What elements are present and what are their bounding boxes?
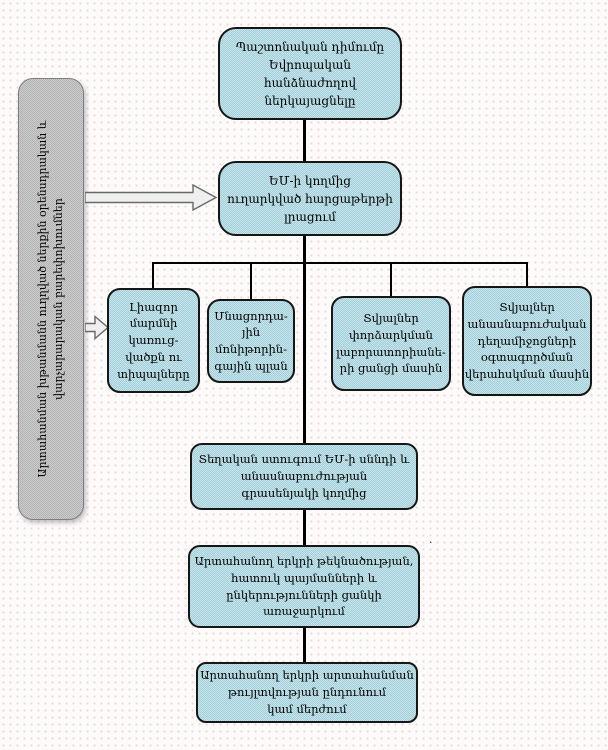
connector-application-questionnaire bbox=[303, 119, 306, 162]
node-candidacy-proposal: Արտահանող երկրի թեկնածության, հատուկ պայ… bbox=[188, 545, 420, 628]
node-questionnaire: ԵՄ-ի կողմից ուղարկված հարցաթերթի լրացում bbox=[218, 161, 402, 236]
connector-inspection-proposal bbox=[303, 509, 306, 546]
side-reforms-label: Արտահանման խթանմանն ուղղված ներքին օրենս… bbox=[35, 120, 66, 478]
node-laboratory-network: Տվյալներ փորձարկման լաբորատորիանե- րի ցա… bbox=[331, 296, 451, 391]
stray-period-mark: . bbox=[429, 533, 433, 546]
node-local-inspection-label: Տեղական ստուգում ԵՄ-ի սննդի և անասնաբուժ… bbox=[198, 452, 410, 500]
node-veterinary-drug-control: Տվյալներ անասնաբուժական դեղամիջոցների օգ… bbox=[462, 286, 592, 396]
node-questionnaire-label: ԵՄ-ի կողմից ուղարկված հարցաթերթի լրացում bbox=[227, 173, 393, 224]
node-residue-monitoring-plan: Մնացորդա- յին մոնիթորին- գային պլան bbox=[207, 299, 295, 383]
node-final-decision: Արտահանող երկրի արտահանման թույլտվության… bbox=[196, 662, 418, 723]
connector-proposal-decision bbox=[303, 627, 306, 663]
side-reforms-box: Արտահանման խթանմանն ուղղված ներքին օրենս… bbox=[18, 78, 84, 520]
node-final-decision-label: Արտահանող երկրի արտահանման թույլտվության… bbox=[200, 668, 414, 716]
connector-stub-residue bbox=[250, 262, 252, 300]
node-local-inspection: Տեղական ստուգում ԵՄ-ի սննդի և անասնաբուժ… bbox=[190, 443, 418, 510]
connector-stub-vetdrugs bbox=[526, 262, 528, 288]
connector-horizontal-bus bbox=[152, 262, 528, 264]
connector-bus-inspection bbox=[303, 262, 306, 444]
node-laboratory-network-label: Տվյալներ փորձարկման լաբորատորիանե- րի ցա… bbox=[336, 311, 446, 376]
node-candidacy-proposal-label: Արտահանող երկրի թեկնածության, հատուկ պայ… bbox=[194, 554, 414, 619]
node-residue-monitoring-plan-label: Մնացորդա- յին մոնիթորին- գային պլան bbox=[214, 308, 288, 373]
arrow-side-to-authority bbox=[85, 315, 110, 340]
node-veterinary-drug-control-label: Տվյալներ անասնաբուժական դեղամիջոցների օգ… bbox=[464, 300, 590, 381]
connector-stub-laboratory bbox=[390, 262, 392, 297]
node-authority-structure: Լիազոր մարմնի կառուց- վածքն ու տիպալները bbox=[107, 288, 200, 393]
connector-questionnaire-bus bbox=[303, 234, 306, 263]
node-official-application: Պաշտոնական դիմումը Եվրոպական հանձնաժողով… bbox=[218, 27, 402, 120]
node-authority-structure-label: Լիազոր մարմնի կառուց- վածքն ու տիպալները bbox=[117, 299, 190, 381]
connector-stub-authority bbox=[152, 262, 154, 289]
arrow-side-to-questionnaire bbox=[85, 184, 218, 211]
node-official-application-label: Պաշտոնական դիմումը Եվրոպական հանձնաժողով… bbox=[235, 39, 385, 108]
